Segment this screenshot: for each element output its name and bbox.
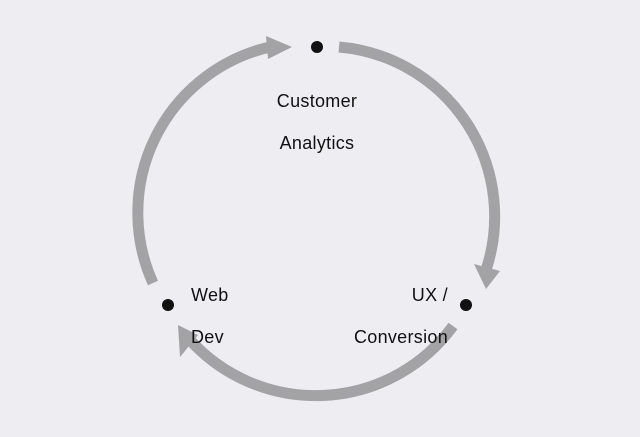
arrow-webdev-to-analytics (132, 36, 292, 286)
arrowhead-ux-to-webdev (178, 325, 198, 357)
arc-analytics-to-ux (338, 41, 501, 272)
node-label-ux-conversion: UX / Conversion (300, 264, 448, 369)
arrow-analytics-to-ux (338, 41, 501, 289)
node-label-line: Web (191, 285, 229, 305)
node-dot-web-dev (162, 299, 174, 311)
node-dot-ux-conversion (460, 299, 472, 311)
node-label-customer-analytics: Customer Analytics (252, 70, 382, 175)
arrowhead-analytics-to-ux (474, 264, 500, 289)
node-label-line: Analytics (279, 133, 355, 153)
node-dot-customer-analytics (311, 41, 323, 53)
node-label-line: Dev (191, 327, 224, 347)
arc-ux-to-webdev (185, 322, 458, 402)
node-label-line: Conversion (353, 327, 448, 347)
arrowhead-webdev-to-analytics (266, 36, 292, 59)
node-label-line: Customer (276, 91, 358, 111)
node-label-line: UX / (411, 285, 448, 305)
arc-webdev-to-analytics (132, 41, 272, 286)
node-label-web-dev: Web Dev (191, 264, 271, 369)
arrow-ux-to-webdev (178, 322, 458, 402)
